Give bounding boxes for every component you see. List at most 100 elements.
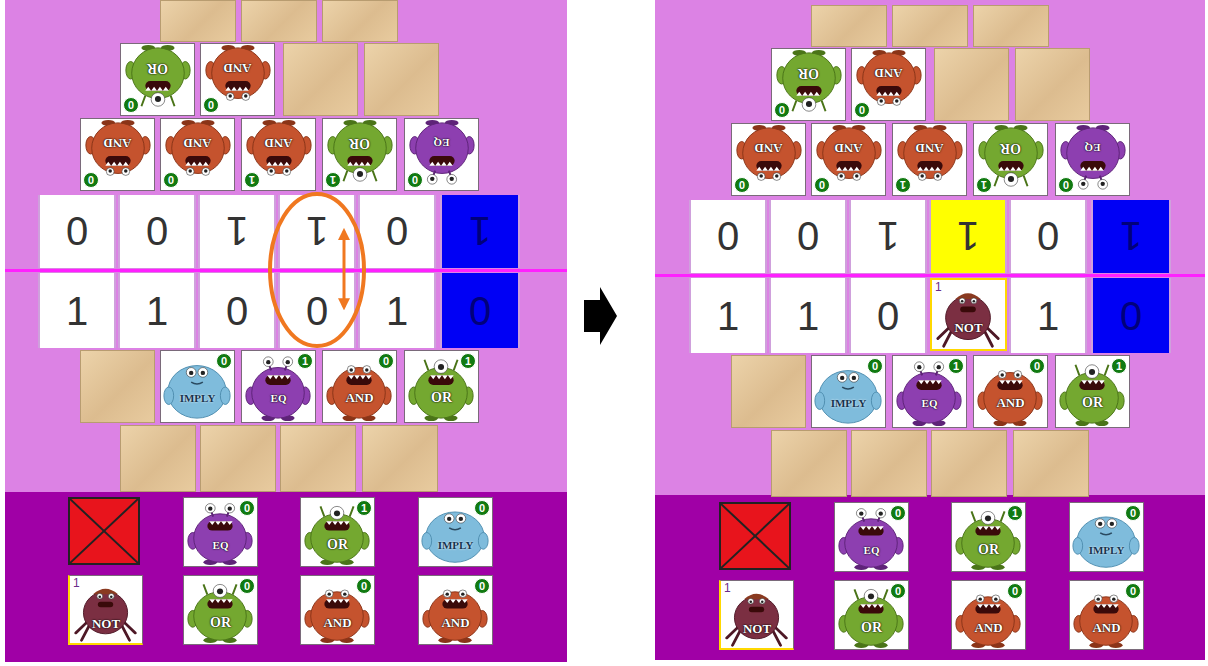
monster-card: OR 0	[834, 580, 909, 650]
value-badge: 1	[948, 358, 964, 374]
bit-digit: 0	[66, 210, 88, 254]
bit-digit: 0	[1120, 294, 1142, 338]
monster-card: IMPLY 0	[160, 350, 235, 423]
wood-tile	[283, 43, 358, 116]
cost-number: 1	[724, 582, 731, 595]
monster-card: OR1	[404, 350, 479, 423]
value-badge: 1	[1111, 358, 1127, 374]
gate-label: OR	[952, 543, 1025, 557]
monster-card: IMPLY0	[811, 355, 886, 428]
value-badge: 0	[356, 578, 372, 594]
value-badge: 0	[123, 97, 139, 113]
wood-tile	[241, 0, 317, 42]
bit-digit: 1	[469, 210, 491, 254]
gate-label: EQ	[184, 538, 257, 552]
bit-tile: 0	[1009, 200, 1087, 273]
monster-card: AND0	[951, 580, 1026, 650]
wood-tile	[322, 0, 398, 42]
gate-label: OR	[974, 141, 1047, 155]
value-badge: 0	[163, 172, 179, 188]
bit-tile: 0	[769, 200, 847, 273]
value-badge: 0	[774, 102, 790, 118]
gate-label: OR	[772, 66, 845, 80]
wood-tile	[851, 430, 927, 497]
monster-card: AND0	[160, 118, 235, 191]
monster-card: EQ1	[892, 355, 967, 428]
gate-label: IMPLY	[161, 391, 234, 405]
gate-label: AND	[852, 66, 925, 80]
gate-label: AND	[812, 141, 885, 155]
bit-tile: 0	[358, 195, 436, 268]
bit-tile: 0	[278, 273, 356, 348]
value-badge: 0	[1058, 177, 1074, 193]
monster-card: AND0	[418, 575, 493, 645]
monster-card: AND 0	[300, 575, 375, 645]
gate-label: IMPLY	[812, 396, 885, 410]
gate-label: IMPLY	[419, 538, 492, 552]
bit-tile: 0	[1091, 278, 1171, 353]
gate-label: NOT	[932, 321, 1005, 335]
bit-tile: 1	[1009, 278, 1087, 353]
value-badge: 1	[976, 177, 992, 193]
swap-arrow	[343, 232, 346, 307]
gate-label: EQ	[1056, 141, 1129, 155]
wood-tile	[892, 5, 968, 47]
bit-tile: 0	[198, 273, 276, 348]
bit-tile: 1	[849, 200, 927, 273]
bit-digit: 1	[1037, 294, 1059, 338]
bit-digit: 1	[146, 289, 168, 333]
bit-tile: 0	[38, 195, 116, 268]
value-badge: 0	[407, 172, 423, 188]
monster-card: AND0	[731, 123, 806, 196]
wood-tile	[280, 425, 356, 492]
monster-card: OR0	[183, 575, 258, 645]
gate-label: AND	[1070, 621, 1143, 635]
bit-digit: 0	[146, 210, 168, 254]
monster-card: NOT1	[719, 580, 794, 650]
discard-slot	[68, 497, 140, 565]
bit-digit: 0	[717, 215, 739, 259]
wood-tile	[200, 425, 276, 492]
gate-label: AND	[242, 136, 315, 150]
bit-tile: 1	[1091, 200, 1171, 273]
value-badge: 1	[356, 500, 372, 516]
gate-label: AND	[301, 616, 374, 630]
highlight-ellipse	[270, 194, 364, 346]
monster-picture	[721, 581, 793, 648]
monster-picture	[70, 576, 142, 643]
monster-card: AND1	[892, 123, 967, 196]
bit-digit: 0	[1037, 215, 1059, 259]
value-badge: 0	[378, 353, 394, 369]
monster-card: NOT1	[68, 575, 143, 645]
value-badge: 0	[203, 97, 219, 113]
bit-digit: 1	[66, 289, 88, 333]
monster-card: OR1	[300, 497, 375, 567]
bit-digit: 0	[386, 210, 408, 254]
cross-mark	[721, 504, 789, 568]
monster-card: AND0	[200, 43, 275, 116]
bit-digit: 1	[797, 294, 819, 338]
bit-digit: 1	[1120, 215, 1142, 259]
bit-digit: 0	[877, 294, 899, 338]
bit-digit: 1	[957, 215, 979, 259]
gate-label: OR	[1056, 396, 1129, 410]
value-badge: 0	[1007, 583, 1023, 599]
wood-tile	[1013, 430, 1089, 497]
wood-tile	[364, 43, 439, 116]
monster-card: AND0	[973, 355, 1048, 428]
monster-card: AND0	[811, 123, 886, 196]
value-badge: 0	[216, 353, 232, 369]
bit-tile: 1	[198, 195, 276, 268]
monster-card: AND0	[80, 118, 155, 191]
bit-tile: 1	[769, 278, 847, 353]
bit-tile: 0	[440, 273, 520, 348]
wood-tile	[1015, 48, 1090, 121]
monster-card: NOT1	[930, 278, 1007, 351]
transition-arrow	[584, 287, 617, 345]
monster-card: EQ0	[404, 118, 479, 191]
value-badge: 0	[890, 583, 906, 599]
bit-tile: 1	[358, 273, 436, 348]
wood-tile	[80, 350, 155, 423]
gate-label: OR	[835, 621, 908, 635]
